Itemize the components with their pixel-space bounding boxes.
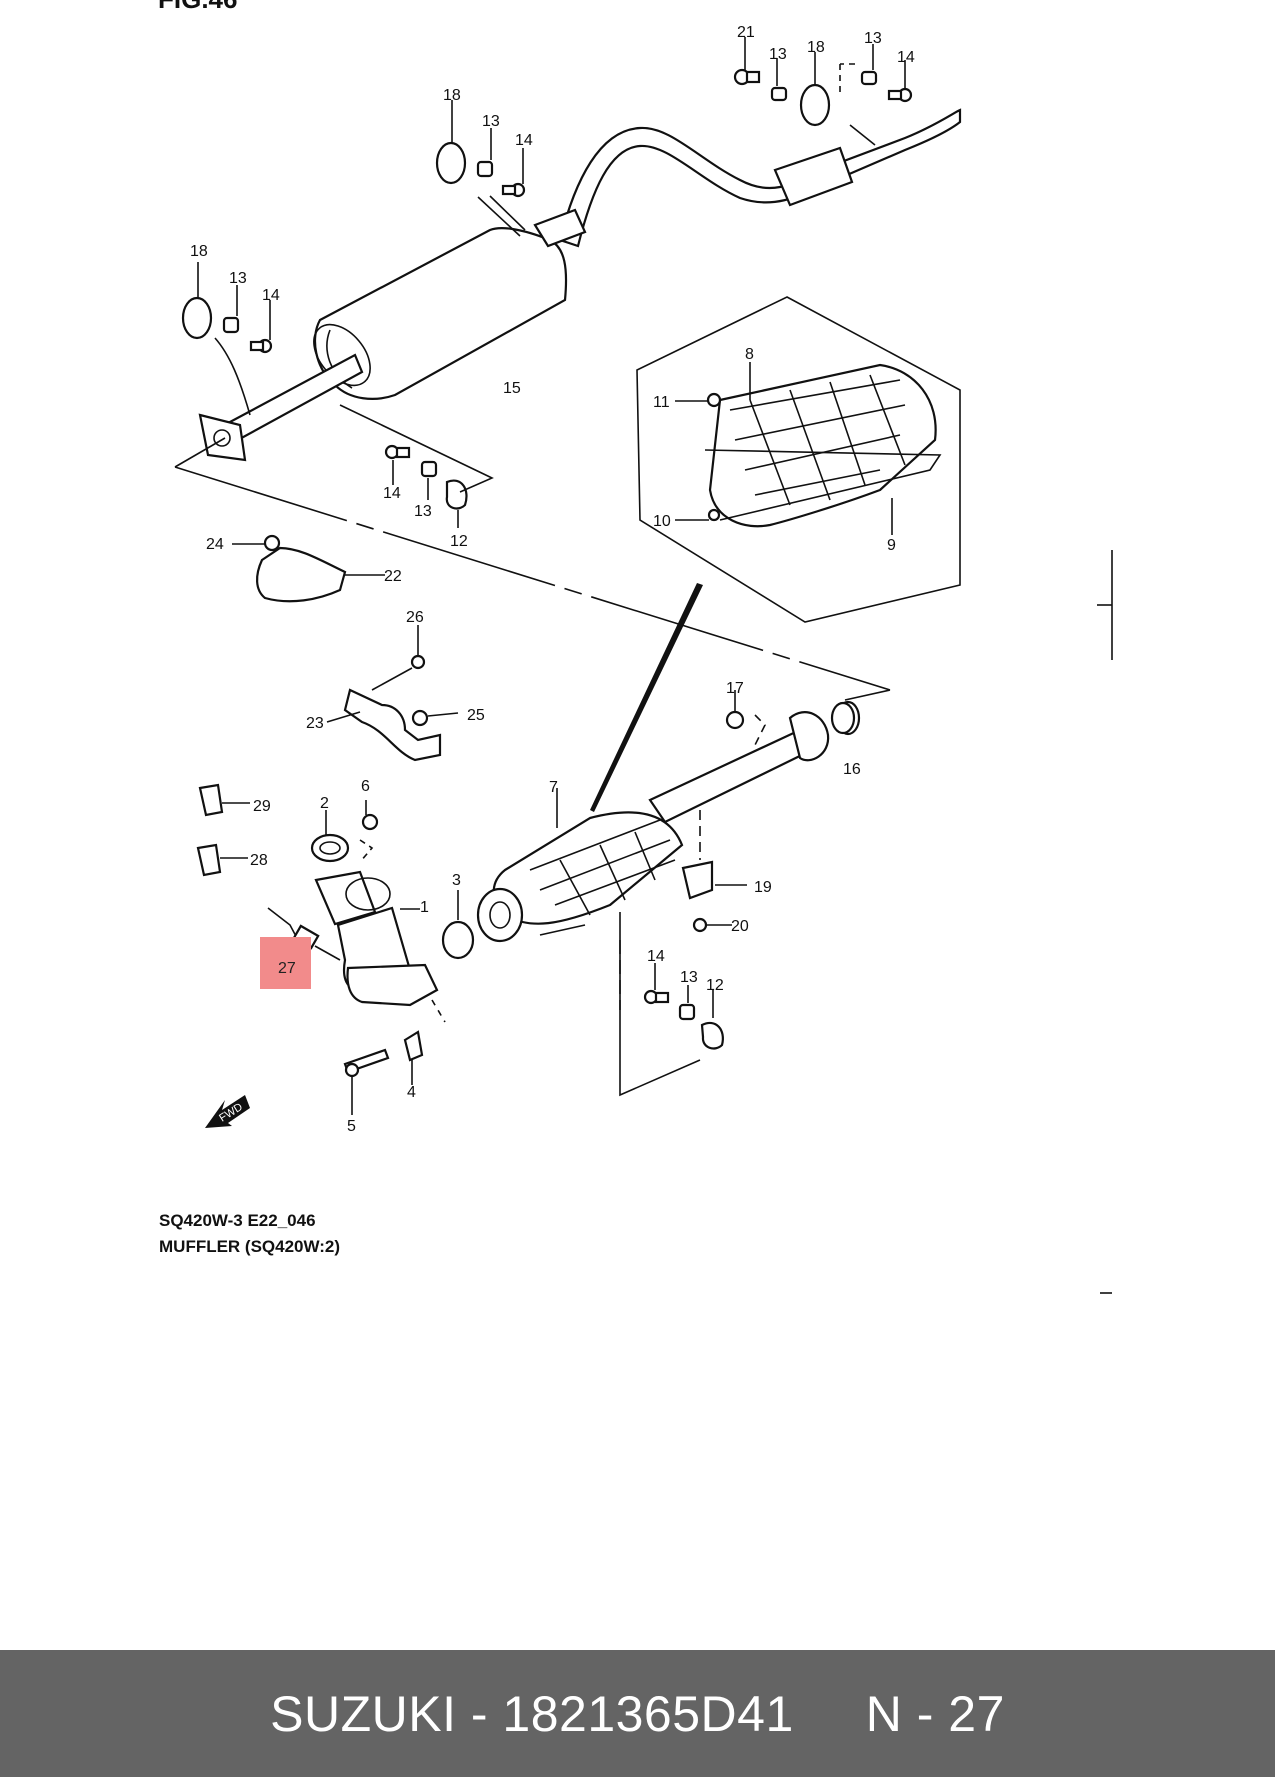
callout-label[interactable]: 2	[320, 795, 329, 812]
exhaust-parts-diagram: FIG.46	[158, 0, 1113, 1294]
tail-pipe	[558, 108, 962, 248]
callout-label[interactable]: 12	[450, 533, 468, 550]
callout-label[interactable]: 4	[407, 1084, 416, 1101]
diagram-code-caption: SQ420W-3 E22_046	[159, 1211, 316, 1230]
main-muffler	[198, 195, 587, 462]
callout-label[interactable]: 29	[253, 798, 271, 815]
callout-label[interactable]: 6	[361, 778, 370, 795]
callout-label[interactable]: 24	[206, 536, 224, 553]
callout-label[interactable]: 3	[452, 872, 461, 889]
callout-label[interactable]: 15	[503, 380, 521, 397]
callout-label[interactable]: 14	[647, 948, 665, 965]
callout-label[interactable]: 16	[843, 761, 861, 778]
hanger-group-top-right	[733, 37, 913, 127]
callout-label[interactable]: 13	[482, 113, 500, 130]
callout-label[interactable]: 14	[262, 287, 280, 304]
callout-label[interactable]: 9	[887, 537, 896, 554]
callout-label[interactable]: 13	[680, 969, 698, 986]
callout-label[interactable]: 26	[406, 609, 424, 626]
callout-label[interactable]: 23	[306, 715, 324, 732]
callout-label-highlighted[interactable]: 27	[278, 960, 296, 977]
callout-label[interactable]: 13	[229, 270, 247, 287]
callout-label[interactable]: 5	[347, 1118, 356, 1135]
highlighted-callout-box	[260, 937, 311, 989]
assembly-outline	[174, 404, 891, 701]
callout-label[interactable]: 8	[745, 346, 754, 363]
callout-label[interactable]: 12	[706, 977, 724, 994]
hanger-group-mid	[435, 100, 526, 198]
part-number-text: SUZUKI - 1821365D41 N - 27	[270, 1685, 1005, 1742]
fwd-arrow-icon: FWD	[205, 1095, 250, 1128]
callout-label[interactable]: 25	[467, 707, 485, 724]
callout-label[interactable]: 14	[897, 49, 915, 66]
callout-label[interactable]: 22	[384, 568, 402, 585]
callout-label[interactable]: 14	[383, 485, 401, 502]
callout-label[interactable]: 17	[726, 680, 744, 697]
callout-label[interactable]: 11	[653, 394, 670, 411]
hanger-group-lower	[384, 444, 468, 528]
callout-label[interactable]: 19	[754, 879, 772, 896]
part-number-footer: SUZUKI - 1821365D41 N - 27	[0, 1650, 1275, 1777]
callout-label[interactable]: 18	[190, 243, 208, 260]
callout-label[interactable]: 13	[414, 503, 432, 520]
callout-label[interactable]: 7	[549, 779, 558, 796]
brackets	[232, 534, 459, 762]
callout-label[interactable]: 13	[864, 30, 882, 47]
callout-label[interactable]: 18	[807, 39, 825, 56]
callout-label[interactable]: 21	[737, 24, 755, 41]
callout-label[interactable]: 20	[731, 918, 749, 935]
callout-label[interactable]: 1	[420, 899, 429, 916]
callout-label[interactable]: 28	[250, 852, 268, 869]
callout-label[interactable]: 18	[443, 87, 461, 104]
diagram-title-caption: MUFFLER (SQ420W:2)	[159, 1237, 341, 1256]
callout-labels: 21 13 18 13 14 18 13 14 18 13 14 15 14 1…	[190, 24, 915, 1135]
catalytic-converter-pipe	[441, 690, 861, 1097]
manifold-converter	[196, 701, 856, 1115]
heat-shield-inset	[590, 296, 961, 812]
callout-label[interactable]: 14	[515, 132, 533, 149]
callout-label[interactable]: 10	[653, 513, 671, 530]
hanger-group-left	[181, 262, 273, 354]
callout-label[interactable]: 13	[769, 46, 787, 63]
fig-label: FIG.46	[158, 0, 237, 14]
